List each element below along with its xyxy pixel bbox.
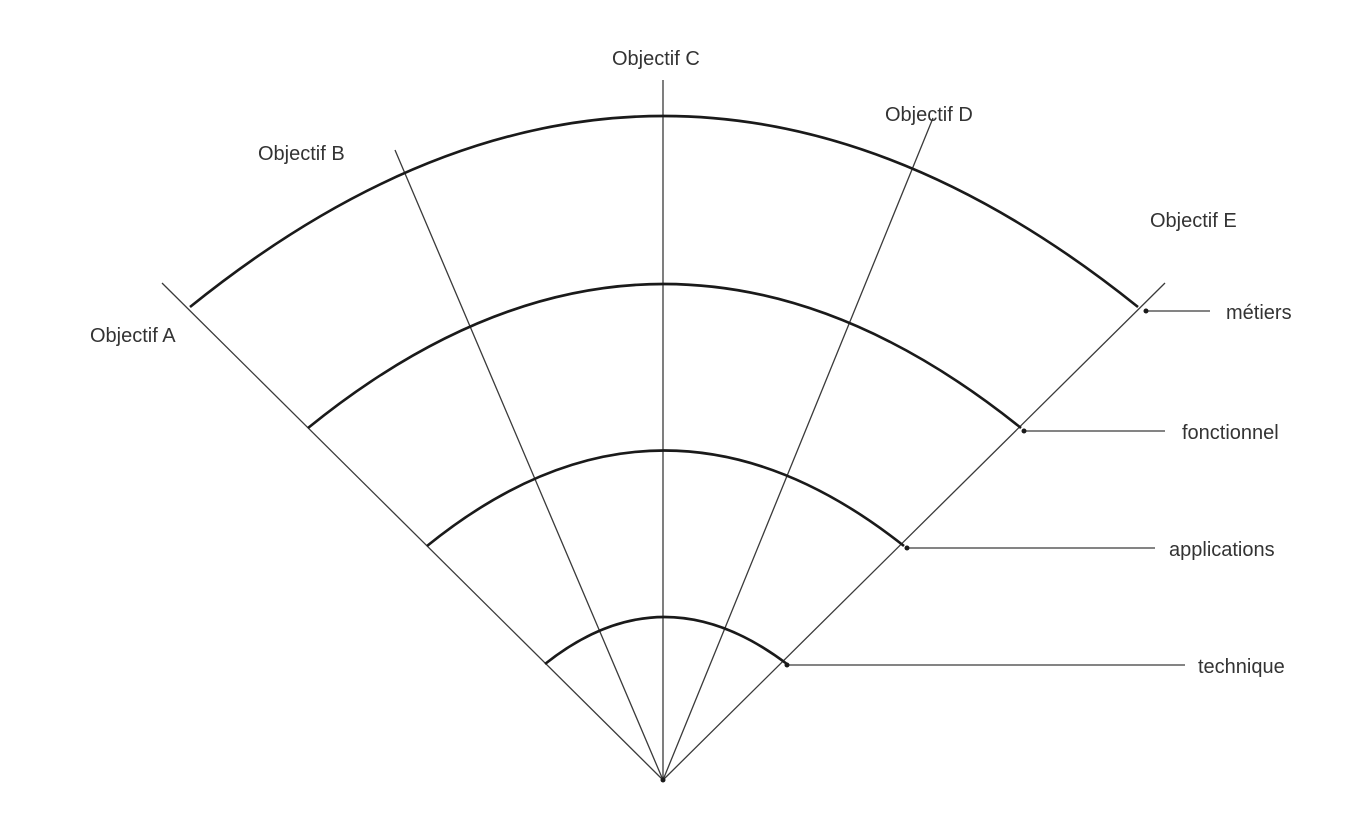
label-layer-applications: applications (1169, 539, 1275, 561)
label-objectif-d: Objectif D (885, 104, 973, 126)
arc-metiers (189, 114, 1139, 309)
axis-objectif-d (662, 117, 934, 781)
arc-applications (426, 449, 905, 548)
dot-technique (784, 662, 790, 668)
axis-objectif-a (161, 282, 664, 781)
label-layer-fonctionnel: fonctionnel (1182, 422, 1279, 444)
label-objectif-b: Objectif B (258, 143, 345, 165)
axis-objectif-e (662, 282, 1166, 781)
label-objectif-a: Objectif A (90, 325, 176, 347)
dot-metiers (1143, 308, 1149, 314)
axis-objectif-b (394, 149, 664, 781)
arc-technique (544, 615, 788, 666)
label-layer-metiers: métiers (1226, 302, 1292, 324)
dot-origin (660, 777, 666, 783)
label-objectif-e: Objectif E (1150, 210, 1237, 232)
label-layer-technique: technique (1198, 656, 1285, 678)
dot-fonctionnel (1021, 428, 1027, 434)
label-objectif-c: Objectif C (612, 48, 700, 70)
dot-applications (904, 545, 910, 551)
arc-fonctionnel (307, 282, 1022, 430)
